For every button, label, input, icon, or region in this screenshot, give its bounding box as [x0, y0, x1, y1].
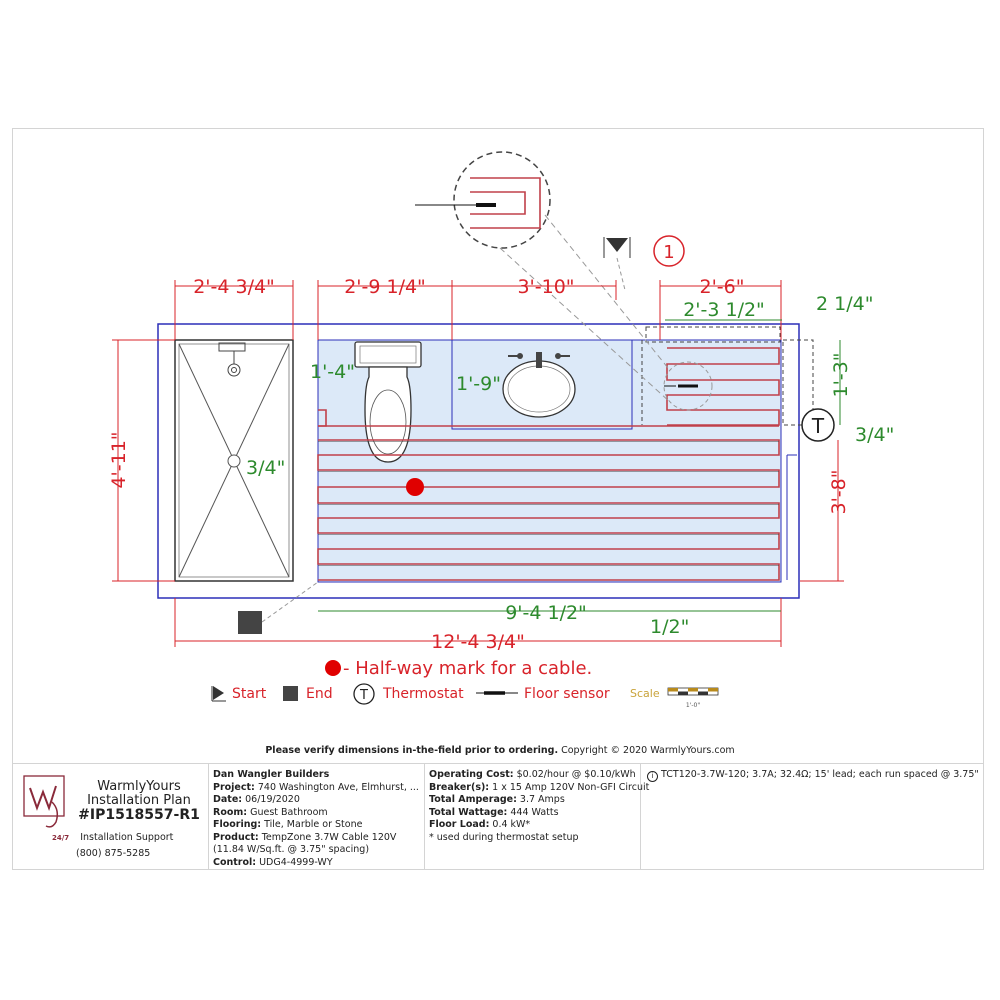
info-icon: i	[647, 771, 658, 782]
heated-dimension-lines	[318, 319, 841, 612]
support-line: 24/7 Installation Support	[52, 832, 173, 845]
cable-run-edges	[318, 441, 779, 566]
product-label: Product:	[213, 831, 259, 843]
product-value: TempZone 3.7W Cable 120V (11.84 W/Sq.ft.…	[213, 831, 397, 856]
amperage-value: 3.7 Amps	[516, 794, 565, 805]
operating-cost-label: Operating Cost:	[429, 769, 514, 780]
legend-thermostat: Thermostat	[382, 686, 464, 702]
legend-thermostat-symbol: T	[359, 688, 368, 703]
end-marker-icon	[238, 611, 262, 634]
halfway-mark	[406, 478, 424, 496]
halfway-legend-dot	[325, 660, 341, 676]
start-marker-icon	[603, 237, 631, 291]
dim-room-height: 4'-11"	[108, 431, 130, 488]
floor-plan: 1 T 2'-4 3/4" 2'-9 1/4" 3'-10" 2'-6"	[108, 151, 894, 709]
dim-right-zone-width: 2'-6"	[700, 276, 745, 298]
halfway-note: - Half-way mark for a cable.	[343, 658, 592, 679]
room-label: Room:	[213, 806, 248, 818]
dim-right-offset: 2 1/4"	[816, 293, 873, 315]
dim-right-lower-offset: 3/4"	[855, 424, 894, 446]
legend-start-icon	[213, 686, 224, 700]
cable-spec: TCT120-3.7W-120; 3.7A; 32.4Ω; 15' lead; …	[661, 769, 979, 780]
plan-number: #IP1518557-R1	[78, 807, 200, 823]
copyright: Copyright © 2020 WarmlyYours.com	[558, 745, 735, 756]
amperage-label: Total Amperage:	[429, 794, 517, 805]
detail-magnifier	[415, 151, 671, 403]
wattage-label: Total Wattage:	[429, 806, 508, 818]
brand-name: WarmlyYours	[97, 779, 181, 794]
legend-start: Start	[232, 686, 267, 702]
legend-floor-sensor: Floor sensor	[524, 686, 610, 702]
dimension-lines	[112, 280, 844, 647]
floor-load-value: 0.4 kW*	[489, 819, 531, 830]
room-outline	[157, 323, 800, 599]
warmlyyours-logo-icon	[23, 775, 65, 828]
electrical-column: Operating Cost: $0.02/hour @ $0.10/kWh B…	[425, 764, 649, 870]
right-zone-outline	[645, 326, 781, 343]
brand-block: WarmlyYours Installation Plan #IP1518557…	[74, 779, 204, 823]
control-value: UDG4-4999-WY	[256, 856, 333, 868]
wattage-value: 444 Watts	[507, 806, 559, 818]
legend-end-icon	[283, 686, 298, 701]
title-block: WarmlyYours Installation Plan #IP1518557…	[12, 763, 984, 870]
plan-title: Installation Plan	[87, 793, 191, 808]
detail-callout	[653, 235, 685, 267]
dim-shower-width: 2'-4 3/4"	[193, 276, 275, 298]
detail-callout-label: 1	[663, 242, 674, 263]
project-label: Project:	[213, 781, 255, 793]
toilet	[354, 341, 422, 463]
verify-note: Please verify dimensions in-the-field pr…	[0, 745, 1000, 756]
dim-toilet-width: 2'-9 1/4"	[344, 276, 426, 298]
dim-right-heated-width: 2'-3 1/2"	[683, 299, 765, 321]
verify-bold: Please verify dimensions in-the-field pr…	[265, 745, 559, 756]
project-column: Dan Wangler Builders Project: 740 Washin…	[209, 764, 425, 870]
flooring-label: Flooring:	[213, 819, 262, 830]
scale-unit: 1'-0"	[686, 702, 700, 709]
scale-bar: 1'-0"	[667, 687, 719, 709]
support-label: Installation Support	[80, 832, 174, 843]
dim-right-height: 3'-8"	[828, 470, 850, 515]
legend-end: End	[306, 686, 333, 702]
thermostat-icon	[801, 408, 835, 442]
dim-toilet-depth: 1'-4"	[310, 361, 355, 383]
breakers-label: Breaker(s):	[429, 781, 490, 793]
faucet-icon	[508, 352, 570, 368]
floor-load-label: Floor Load:	[429, 819, 490, 830]
room-value: Guest Bathroom	[247, 806, 328, 818]
date-label: Date:	[213, 794, 243, 805]
dim-right-upper-depth: 1'-3"	[830, 353, 852, 398]
operating-cost-value: $0.02/hour @ $0.10/kWh	[513, 769, 636, 780]
support-badge-icon: 24/7	[52, 834, 70, 842]
brand-column: WarmlyYours Installation Plan #IP1518557…	[12, 764, 209, 870]
cable-spec-column: i TCT120-3.7W-120; 3.7A; 32.4Ω; 15' lead…	[641, 764, 984, 870]
drawing-sheet	[12, 128, 984, 870]
vanity	[451, 339, 633, 430]
dim-shower-offset: 3/4"	[246, 457, 285, 479]
dim-bottom-offset: 1/2"	[650, 616, 689, 638]
flooring-value: Tile, Marble or Stone	[261, 819, 363, 830]
shower-valve-icon	[218, 342, 246, 377]
dim-vanity-depth: 1'-9"	[456, 373, 501, 395]
shower	[174, 339, 294, 582]
legend-scale: Scale	[630, 687, 660, 700]
heating-cable	[317, 347, 780, 581]
support-phone: (800) 875-5285	[76, 848, 151, 859]
dim-vanity-width: 3'-10"	[517, 276, 574, 298]
thermostat-symbol: T	[811, 414, 825, 438]
project-value: 740 Washington Ave, Elmhurst, ...	[254, 781, 419, 793]
dim-heated-length: 9'-4 1/2"	[505, 602, 587, 624]
date-value: 06/19/2020	[242, 794, 300, 805]
legend-thermostat-icon	[353, 683, 375, 705]
dim-total-length: 12'-4 3/4"	[431, 631, 525, 653]
breakers-value: 1 x 15 Amp 120V Non-GFI Circuit	[489, 781, 650, 793]
footnote: * used during thermostat setup	[429, 831, 579, 843]
legend: Start End T Thermostat Floor sensor Scal…	[211, 683, 719, 709]
company-name: Dan Wangler Builders	[213, 769, 330, 780]
control-label: Control:	[213, 856, 257, 868]
